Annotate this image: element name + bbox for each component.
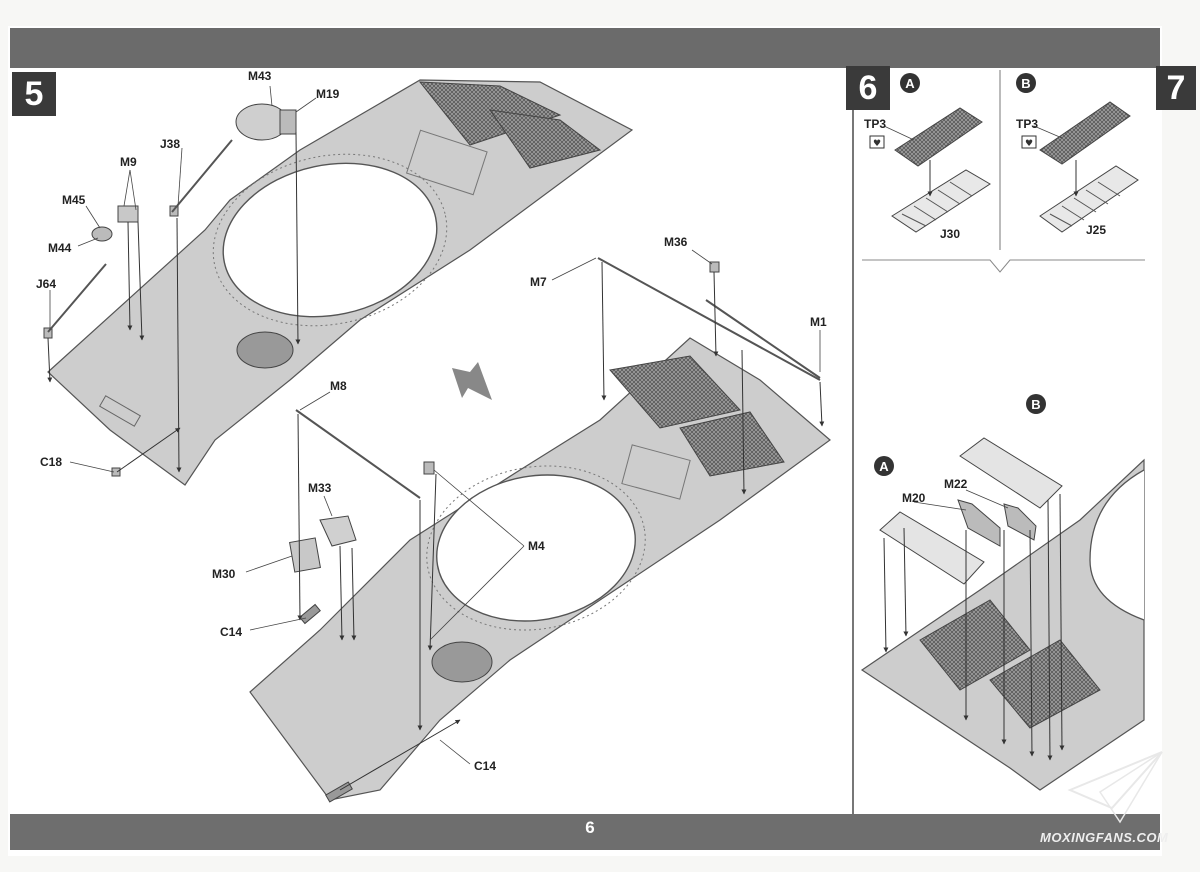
engine-deck-step6	[860, 458, 1145, 791]
label-m22: M22	[944, 477, 968, 491]
label-m19: M19	[316, 87, 340, 101]
step-5-number: 5	[12, 72, 56, 116]
svg-text:B: B	[1021, 76, 1030, 91]
decal-icon-b: ♥	[1021, 135, 1037, 149]
grille-a-lower	[879, 511, 985, 585]
rail-m7	[597, 257, 821, 381]
parts-m30-m33	[289, 515, 357, 573]
label-j38: J38	[160, 137, 180, 151]
label-m1: M1	[810, 315, 827, 329]
leader-lines	[49, 85, 1063, 765]
rod-j64	[47, 263, 107, 333]
hull-deck-lower	[249, 337, 831, 801]
grille-b-lower	[959, 437, 1063, 509]
label-m4: M4	[528, 539, 545, 553]
option-badge-b-lower: B	[1026, 394, 1046, 414]
option-badge-a-top: A	[900, 73, 920, 93]
step5b-guide-lines	[297, 261, 825, 791]
label-m8: M8	[330, 379, 347, 393]
label-j64: J64	[36, 277, 56, 291]
svg-text:A: A	[879, 459, 889, 474]
grille-j25	[1039, 165, 1139, 233]
label-m36: M36	[664, 235, 688, 249]
grille-j30	[891, 169, 991, 233]
mesh-screen-tp3-b	[1039, 101, 1131, 165]
step5-guide-lines	[47, 131, 301, 473]
watermark-text: MOXINGFANS.COM	[1040, 830, 1169, 845]
svg-text:♥: ♥	[873, 139, 881, 149]
decal-icon-a: ♥	[869, 135, 885, 149]
label-m7: M7	[530, 275, 547, 289]
rail-m1	[705, 299, 821, 379]
label-c14-lower: C14	[474, 759, 496, 773]
hull-deck-upper	[47, 79, 634, 486]
label-c18: C18	[40, 455, 62, 469]
hatch-cover-m43	[235, 103, 297, 141]
page-number: 6	[585, 818, 595, 837]
svg-text:B: B	[1031, 397, 1040, 412]
label-j30: J30	[940, 227, 960, 241]
label-m33: M33	[308, 481, 332, 495]
part-m4	[423, 461, 435, 475]
step6-guide-lines	[883, 493, 1065, 761]
label-m44: M44	[48, 241, 72, 255]
assembly-arrow	[452, 362, 492, 400]
option-badge-a-lower: A	[874, 456, 894, 476]
label-m9: M9	[120, 155, 137, 169]
label-tp3-b: TP3	[1016, 117, 1038, 131]
label-m43: M43	[248, 69, 272, 83]
label-j25: J25	[1086, 223, 1106, 237]
parts-m20-m22	[957, 499, 1037, 547]
section-divider	[852, 68, 854, 814]
mesh-screen-tp3-a	[894, 107, 983, 167]
label-tp3-a: TP3	[864, 117, 886, 131]
option-badge-b-top: B	[1016, 73, 1036, 93]
label-m20: M20	[902, 491, 926, 505]
label-c14-upper: C14	[220, 625, 242, 639]
label-m30: M30	[212, 567, 236, 581]
bottom-bar	[10, 814, 1160, 850]
option-bracket	[862, 259, 1145, 273]
rod-m8	[295, 409, 421, 499]
step-7-number: 7	[1156, 66, 1196, 110]
svg-text:♥: ♥	[1025, 139, 1033, 149]
rod-j38	[171, 139, 233, 213]
label-m45: M45	[62, 193, 86, 207]
top-bar	[10, 28, 1160, 68]
svg-text:A: A	[905, 76, 915, 91]
step-6-number: 6	[846, 66, 890, 110]
